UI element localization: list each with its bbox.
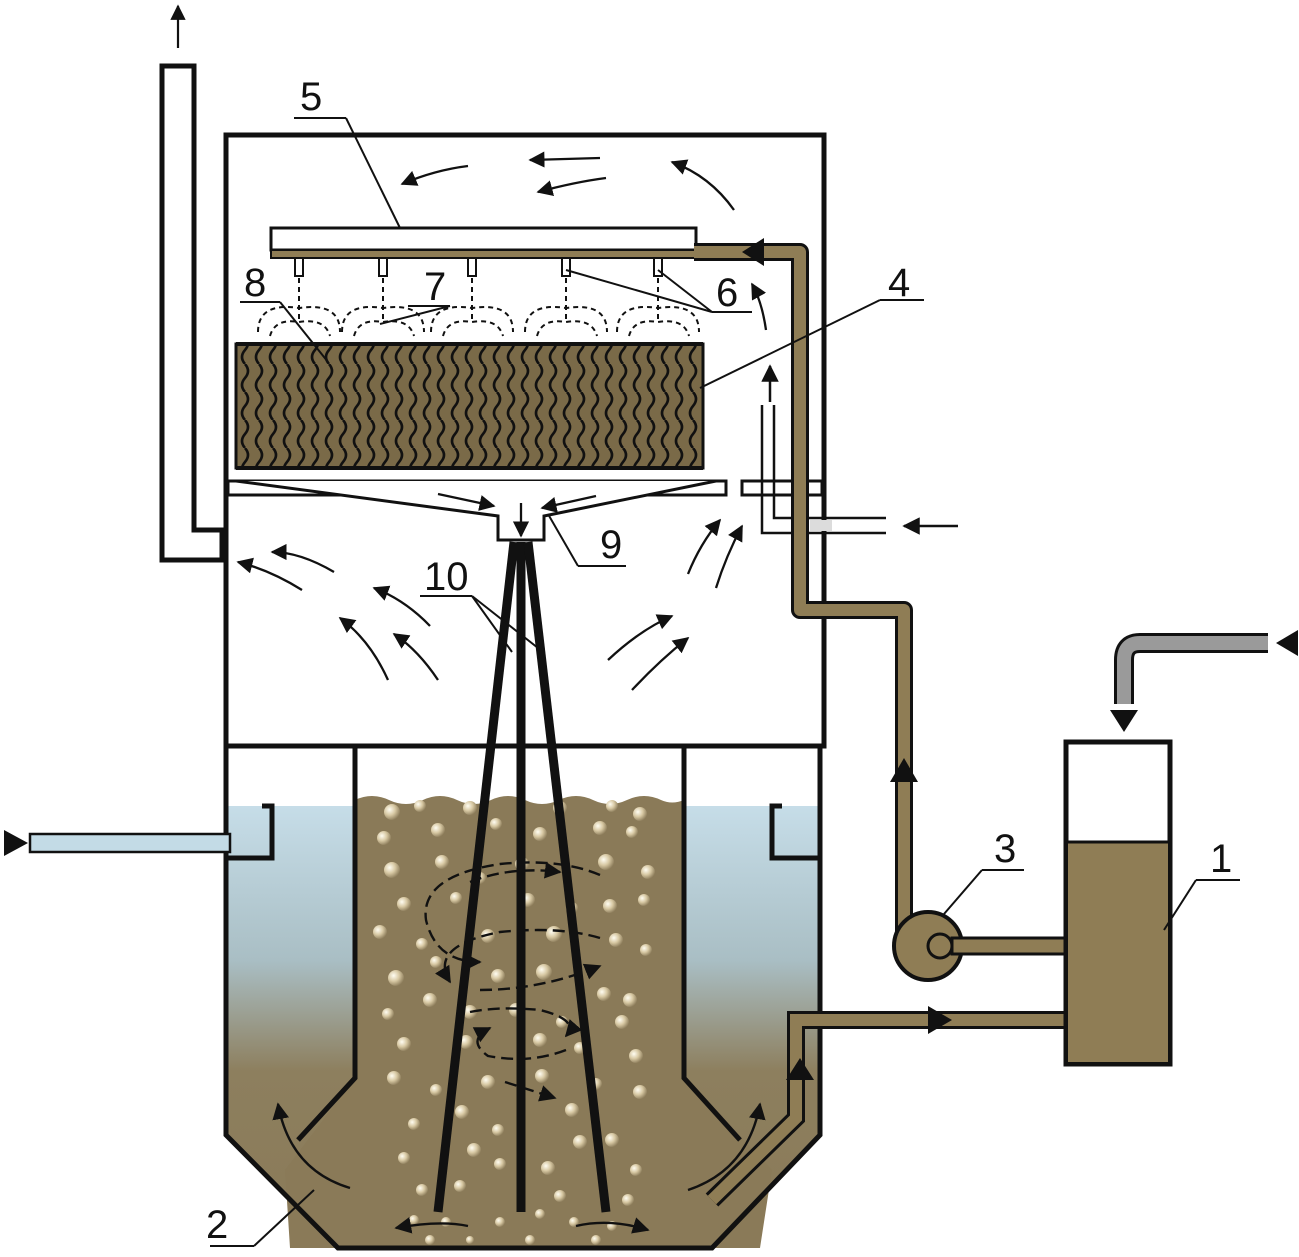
air-inlet	[760, 364, 958, 535]
flow-arrow-up-icon	[890, 758, 918, 782]
airflow-arrows	[236, 151, 768, 691]
recirculation-piping	[694, 238, 1068, 1207]
label-10: 10	[424, 555, 469, 599]
distributor-plate	[269, 226, 698, 252]
flow-arrow-icon	[742, 238, 764, 266]
flow-arrow-up2-icon	[786, 1058, 814, 1080]
label-7: 7	[424, 265, 446, 309]
callouts: 5 8 7 6 4 9 10 3 1	[206, 75, 1240, 1247]
inner-wall-left	[296, 748, 358, 1142]
settling-vessel	[4, 746, 823, 1251]
spray-pattern	[257, 278, 700, 337]
distributor-pipe	[270, 249, 697, 259]
exhaust-stack	[159, 4, 225, 563]
inner-wall-right	[681, 748, 742, 1142]
label-9: 9	[600, 523, 622, 567]
outlet-arrow-icon	[4, 830, 28, 856]
feed-pipe	[1114, 633, 1268, 704]
label-3: 3	[994, 827, 1016, 871]
label-5: 5	[300, 75, 322, 119]
clear-water-outlet	[28, 832, 232, 854]
upper-chamber	[223, 132, 827, 749]
label-8: 8	[244, 261, 266, 305]
flow-arrow-right-icon	[928, 1006, 952, 1034]
collecting-funnel	[235, 479, 717, 542]
label-4: 4	[888, 261, 910, 305]
label-2: 2	[206, 1203, 228, 1247]
weir-right	[769, 803, 820, 861]
reagent-tank	[1063, 630, 1298, 1067]
support-plate-right	[740, 479, 824, 497]
aeration-tubes	[433, 541, 611, 1213]
weir-left	[226, 803, 275, 861]
packing-block	[234, 342, 705, 470]
feed-inlet-arrow-icon	[1276, 630, 1298, 656]
label-1: 1	[1210, 837, 1232, 881]
spray-nozzles	[294, 257, 663, 277]
label-6: 6	[716, 271, 738, 315]
bottom-flow-arrows	[272, 1102, 766, 1234]
pump-hub	[926, 932, 954, 960]
feed-arrow-icon	[1110, 710, 1138, 732]
